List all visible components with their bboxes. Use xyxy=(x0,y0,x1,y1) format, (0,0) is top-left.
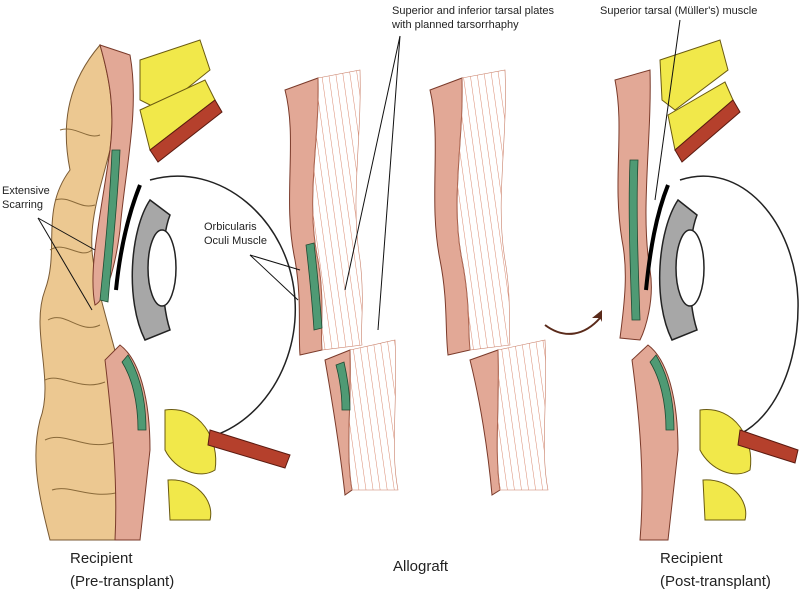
caption-recipient-pre-1: Recipient xyxy=(70,550,133,567)
panel-allograft-right xyxy=(429,69,549,496)
label-orbicularis-1: Orbicularis xyxy=(204,221,257,233)
label-tarsal-plates-1: Superior and inferior tarsal plates xyxy=(392,5,555,17)
lower-orbicularis-pre xyxy=(121,354,147,431)
caption-recipient-post-2: (Post-transplant) xyxy=(660,573,771,590)
caption-allograft: Allograft xyxy=(393,558,449,575)
lower-muscle-pre xyxy=(207,429,291,469)
post-lower-fat xyxy=(699,409,752,475)
upper-muscle xyxy=(149,99,223,163)
panel-allograft-left xyxy=(284,69,399,496)
caption-recipient-post-1: Recipient xyxy=(660,550,723,567)
post-orbicularis xyxy=(628,159,641,321)
label-orbicularis-2: Oculi Muscle xyxy=(204,235,267,247)
caption-recipient-pre-2: (Pre-transplant) xyxy=(70,573,174,590)
post-lower-orbicularis xyxy=(649,354,675,431)
label-muller-muscle: Superior tarsal (Müller's) muscle xyxy=(600,5,757,17)
post-lower-fat-2 xyxy=(702,479,747,521)
lens-post xyxy=(675,229,705,307)
sclera-arc-pre xyxy=(149,175,296,442)
post-upper-fat xyxy=(659,39,729,111)
allograft-lower-fibers xyxy=(348,339,399,491)
allograft2-lower-fibers xyxy=(496,339,549,491)
allograft2-upper-fibers xyxy=(456,69,511,351)
tarsal-line-post xyxy=(644,184,670,291)
sclera-arc-post xyxy=(679,175,799,442)
leader-lines xyxy=(37,19,681,331)
lens-pre xyxy=(147,229,177,307)
label-scarring-2: Scarring xyxy=(2,199,43,211)
orbicularis-pre xyxy=(99,149,121,303)
scar-folds xyxy=(44,128,121,495)
post-lower-lid xyxy=(631,344,679,541)
allograft-orbicularis xyxy=(305,242,323,331)
tarsal-line-pre xyxy=(114,184,142,291)
lower-fat-pre-2 xyxy=(167,479,212,521)
post-upper-muscle xyxy=(674,99,741,163)
lower-fat-pre xyxy=(164,409,217,475)
panel-recipient-pre xyxy=(35,39,296,541)
transition-arrow xyxy=(544,317,601,335)
allograft-lower-orbicularis xyxy=(335,361,351,411)
allograft-upper-fibers xyxy=(312,69,363,351)
panel-recipient-post xyxy=(614,39,799,541)
post-lower-muscle xyxy=(737,429,799,464)
label-tarsal-plates-2: with planned tarsorrhaphy xyxy=(391,19,519,31)
allograft2-lower-strip xyxy=(469,349,501,496)
label-scarring-1: Extensive xyxy=(2,185,50,197)
transition-arrowhead xyxy=(592,310,602,322)
